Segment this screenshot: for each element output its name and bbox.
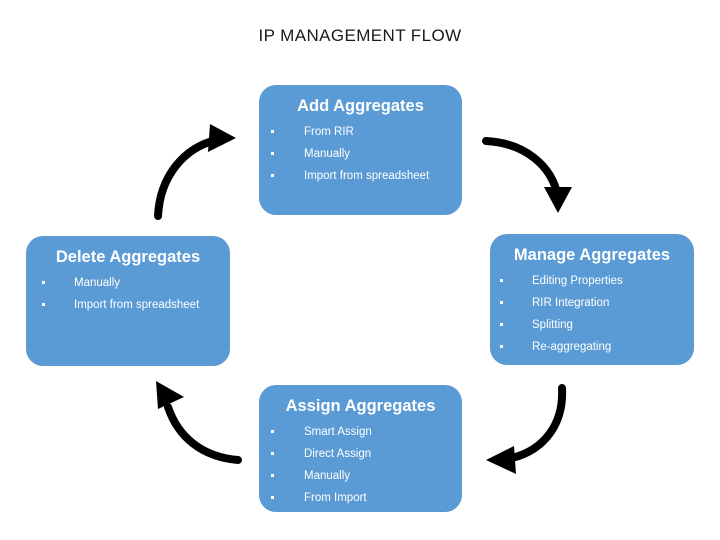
bullet-list: Smart Assign Direct Assign Manually From… [259, 421, 462, 509]
list-item-label: Manually [74, 277, 121, 289]
arrow-assign-to-delete-icon [156, 381, 242, 464]
list-item: Manually [26, 272, 230, 294]
bullet-icon [271, 130, 274, 133]
arrow-add-to-manage-icon [482, 137, 572, 213]
node-title: Manage Aggregates [513, 246, 671, 264]
list-item-label: Import from spreadsheet [304, 170, 430, 182]
list-item-label: Smart Assign [304, 426, 372, 438]
bullet-list: Manually Import from spreadsheet [26, 272, 230, 316]
list-item: Direct Assign [259, 443, 462, 465]
list-item: RIR Integration [490, 292, 694, 314]
bullet-icon [42, 303, 45, 306]
node-title: Delete Aggregates [55, 248, 201, 266]
arrow-delete-to-add-icon [154, 124, 236, 220]
list-item: Smart Assign [259, 421, 462, 443]
node-title: Add Aggregates [297, 97, 424, 115]
bullet-icon [500, 301, 503, 304]
bullet-icon [271, 430, 274, 433]
bullet-icon [271, 452, 274, 455]
list-item: Editing Properties [490, 270, 694, 292]
list-item: From Import [259, 487, 462, 509]
list-item: Re-aggregating [490, 336, 694, 358]
list-item-label: Direct Assign [304, 448, 372, 460]
list-item: Manually [259, 143, 462, 165]
list-item-label: Re-aggregating [532, 341, 612, 353]
bullet-icon [271, 474, 274, 477]
page-title: IP MANAGEMENT FLOW [258, 26, 462, 45]
list-item-label: RIR Integration [532, 297, 610, 309]
bullet-icon [271, 496, 274, 499]
list-item: Manually [259, 465, 462, 487]
node-manage-aggregates[interactable]: Manage Aggregates Editing Properties RIR… [490, 234, 694, 365]
bullet-list: Editing Properties RIR Integration Split… [490, 270, 694, 358]
list-item-label: From RIR [304, 126, 354, 138]
node-title: Assign Aggregates [285, 397, 436, 415]
node-add-aggregates[interactable]: Add Aggregates From RIR Manually Import … [259, 85, 462, 215]
list-item-label: From Import [304, 492, 367, 504]
list-item: Import from spreadsheet [26, 294, 230, 316]
list-item-label: Import from spreadsheet [74, 299, 200, 311]
bullet-icon [271, 174, 274, 177]
list-item-label: Manually [304, 148, 351, 160]
bullet-icon [42, 281, 45, 284]
list-item-label: Editing Properties [532, 275, 623, 287]
list-item-label: Manually [304, 470, 351, 482]
list-item: Splitting [490, 314, 694, 336]
bullet-list: From RIR Manually Import from spreadshee… [259, 121, 462, 187]
bullet-icon [500, 323, 503, 326]
list-item: From RIR [259, 121, 462, 143]
bullet-icon [500, 345, 503, 348]
arrow-manage-to-assign-icon [486, 384, 567, 474]
list-item-label: Splitting [532, 319, 573, 331]
bullet-icon [500, 279, 503, 282]
bullet-icon [271, 152, 274, 155]
node-delete-aggregates[interactable]: Delete Aggregates Manually Import from s… [26, 236, 230, 366]
list-item: Import from spreadsheet [259, 165, 462, 187]
node-assign-aggregates[interactable]: Assign Aggregates Smart Assign Direct As… [259, 385, 462, 512]
